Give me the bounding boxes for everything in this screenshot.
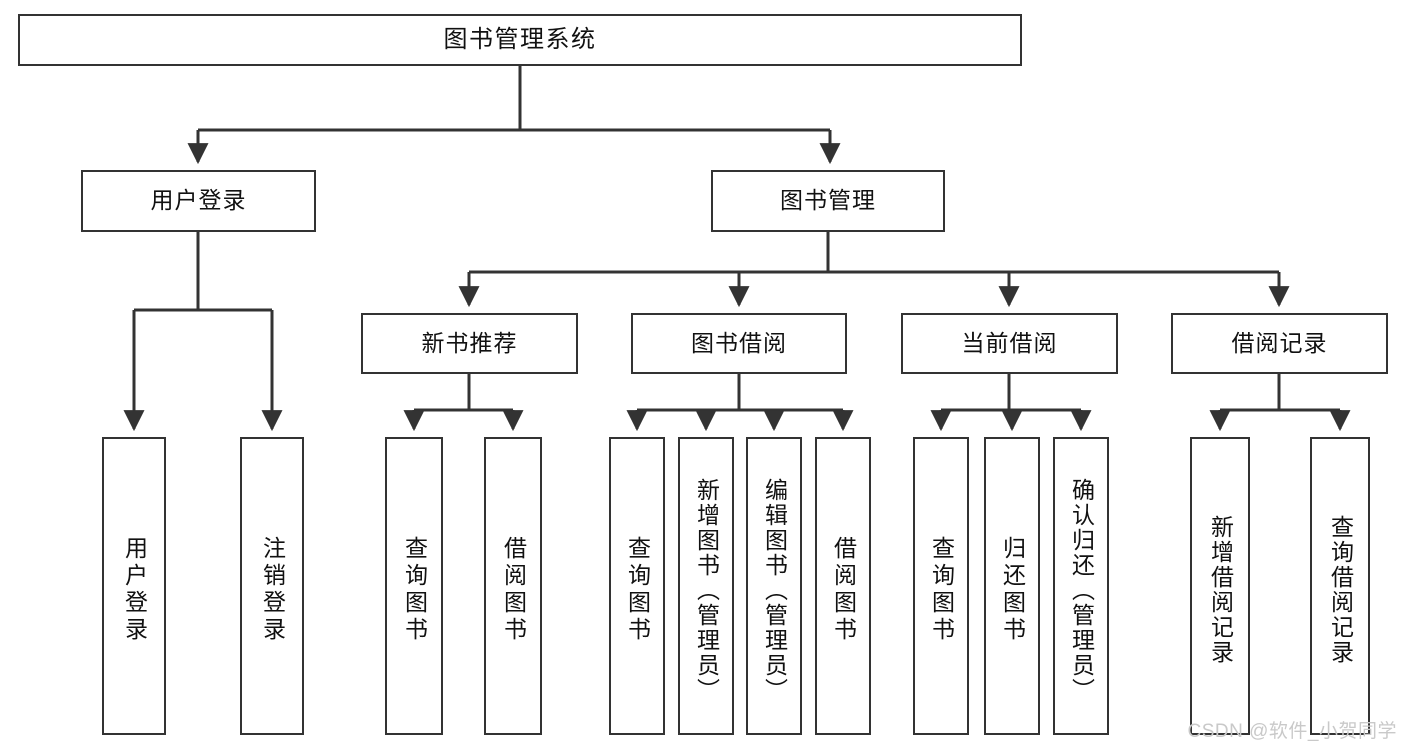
leaf-borrow-book-nb-label: 借阅图书 — [500, 536, 527, 644]
leaf-confirm-return-admin-label: 确认归还（管理员） — [1068, 477, 1095, 703]
leaf-query-book-nb-label: 查询图书 — [401, 536, 428, 644]
leaf-query-borrow-record[interactable]: 查询借阅记录 — [1310, 437, 1370, 735]
leaf-return-book[interactable]: 归还图书 — [984, 437, 1040, 735]
leaf-add-book-admin[interactable]: 新增图书（管理员） — [678, 437, 734, 735]
node-current-borrow[interactable]: 当前借阅 — [901, 313, 1118, 374]
leaf-edit-book-admin[interactable]: 编辑图书（管理员） — [746, 437, 802, 735]
leaf-edit-book-admin-label: 编辑图书（管理员） — [761, 477, 788, 703]
leaf-borrow-book-nb[interactable]: 借阅图书 — [484, 437, 542, 735]
leaf-query-book-bw[interactable]: 查询图书 — [609, 437, 665, 735]
leaf-return-book-label: 归还图书 — [999, 536, 1026, 644]
node-borrow-record[interactable]: 借阅记录 — [1171, 313, 1388, 374]
node-borrow-record-label: 借阅记录 — [1231, 329, 1328, 356]
leaf-user-login-label: 用户登录 — [121, 536, 148, 644]
node-new-book-recommend-label: 新书推荐 — [421, 329, 518, 356]
node-book-management-label: 图书管理 — [780, 187, 876, 214]
leaf-borrow-book-bw[interactable]: 借阅图书 — [815, 437, 871, 735]
leaf-query-borrow-record-label: 查询借阅记录 — [1327, 515, 1354, 665]
node-new-book-recommend[interactable]: 新书推荐 — [361, 313, 578, 374]
leaf-add-borrow-record[interactable]: 新增借阅记录 — [1190, 437, 1250, 735]
watermark-text: CSDN @软件_小贺同学 — [1187, 721, 1397, 742]
leaf-logout-label: 注销登录 — [259, 536, 286, 644]
leaf-query-book-cb[interactable]: 查询图书 — [913, 437, 969, 735]
leaf-user-login[interactable]: 用户登录 — [102, 437, 166, 735]
node-book-borrow[interactable]: 图书借阅 — [631, 313, 847, 374]
node-user-login[interactable]: 用户登录 — [81, 170, 316, 232]
leaf-add-borrow-record-label: 新增借阅记录 — [1207, 515, 1234, 665]
node-book-borrow-label: 图书借阅 — [691, 329, 787, 356]
node-current-borrow-label: 当前借阅 — [961, 329, 1058, 356]
leaf-query-book-bw-label: 查询图书 — [624, 536, 651, 644]
leaf-confirm-return-admin[interactable]: 确认归还（管理员） — [1053, 437, 1109, 735]
leaf-query-book-nb[interactable]: 查询图书 — [385, 437, 443, 735]
node-root-label: 图书管理系统 — [443, 25, 597, 53]
leaf-query-book-cb-label: 查询图书 — [928, 536, 955, 644]
leaf-borrow-book-bw-label: 借阅图书 — [830, 536, 857, 644]
leaf-add-book-admin-label: 新增图书（管理员） — [693, 477, 720, 703]
node-root[interactable]: 图书管理系统 — [18, 14, 1022, 66]
leaf-logout[interactable]: 注销登录 — [240, 437, 304, 735]
node-book-management[interactable]: 图书管理 — [711, 170, 945, 232]
node-user-login-label: 用户登录 — [150, 187, 247, 214]
